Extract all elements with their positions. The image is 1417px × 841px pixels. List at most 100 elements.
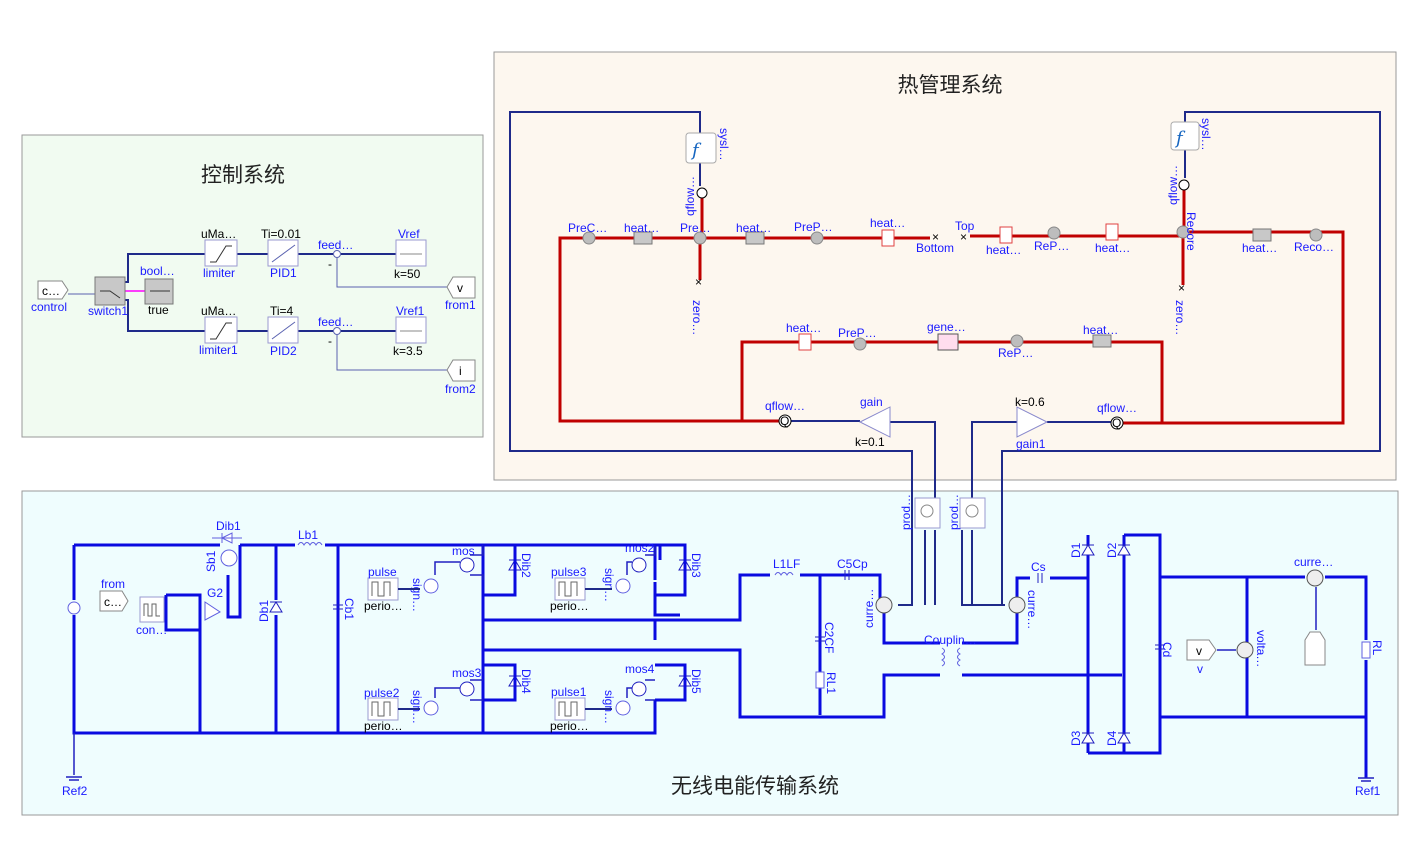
limiter-block[interactable]: uMa… limiter (201, 227, 238, 280)
capacitor-recore[interactable] (1176, 225, 1190, 239)
diode-d2[interactable] (1117, 544, 1131, 556)
label-heat-lower-2: heat… (1083, 323, 1118, 337)
voltage-sensor[interactable]: volta… (1236, 630, 1268, 667)
pulse1-block[interactable]: pulse1 perio… (550, 685, 589, 733)
mosfet-mos3[interactable] (459, 681, 475, 697)
diode-d3[interactable] (1081, 732, 1095, 744)
dib1-diode[interactable]: Dib1 (212, 519, 242, 544)
gain1-block[interactable]: k=0.6 gain1 (1015, 395, 1049, 451)
from-input[interactable]: c… from (99, 577, 129, 612)
capacitor-reP[interactable] (1047, 226, 1061, 240)
mosfet-mos2[interactable] (631, 557, 647, 573)
cb1-capacitor[interactable]: Cb1 (333, 598, 356, 620)
c2cf-capacitor[interactable]: C2CF (815, 622, 836, 653)
v-output[interactable]: v v (1186, 639, 1217, 676)
coupling-transformer[interactable]: Couplin… (924, 633, 977, 667)
zero-left[interactable]: × zero… (690, 275, 704, 335)
signal-sources: sign… sign… sign… sign… (398, 568, 631, 724)
mosfet-mos4[interactable] (631, 681, 647, 697)
ground-ref1[interactable]: Ref1 (1355, 777, 1381, 798)
ground-ref2[interactable]: Ref2 (62, 733, 88, 798)
zero-right-label: zero… (1173, 300, 1187, 335)
sign-label-3: sign… (410, 690, 424, 724)
current-sensor-primary[interactable]: curre… (862, 589, 893, 628)
pulse-wave-icon (371, 581, 391, 597)
diode-d1[interactable] (1081, 544, 1095, 556)
product-block-1[interactable]: prod… (899, 494, 941, 530)
feedback1[interactable]: feed… - (318, 238, 353, 271)
d4-label: D4 (1105, 730, 1119, 746)
capacitor-reP-lower[interactable] (1010, 334, 1024, 348)
from2-input[interactable]: i from2 (445, 359, 476, 396)
lb1-label: Lb1 (298, 528, 318, 542)
boolean-constant-block[interactable]: bool… true (140, 264, 175, 317)
lb1-inductor[interactable]: Lb1 (297, 528, 323, 546)
qflow-right-source[interactable]: qflow… (1166, 165, 1190, 205)
signal-voltage-3[interactable] (423, 700, 439, 716)
rl1-resistor[interactable]: RL1 (815, 671, 838, 694)
con-label: con… (136, 623, 167, 637)
pulse3-block[interactable]: pulse3 perio… (550, 565, 589, 613)
cd-capacitor[interactable]: Cd (1155, 642, 1174, 657)
switch1-block[interactable]: switch1 (88, 276, 128, 318)
conductor-heat-2[interactable] (745, 231, 765, 245)
control-output[interactable]: c… control (31, 280, 69, 314)
convection-heat-4[interactable] (999, 226, 1013, 244)
pid2-block[interactable]: Ti=4 PID2 (267, 304, 299, 358)
feed1-label: feed… (318, 238, 353, 252)
feedback2[interactable]: feed… - (318, 315, 353, 348)
current-display[interactable] (1304, 631, 1326, 666)
conductor-heat-6[interactable] (1252, 228, 1272, 242)
g2-driver[interactable]: G2 (204, 586, 223, 621)
volta-label: volta… (1254, 630, 1268, 667)
qflow-bottom-right[interactable]: Q qflow… (1097, 401, 1137, 430)
convection-heat-5[interactable] (1105, 223, 1119, 241)
label-heat-lower-1: heat… (786, 321, 821, 335)
conductor-heat-1[interactable] (633, 231, 653, 245)
db1-diode[interactable]: Db1 (257, 600, 283, 622)
con-pulse-block[interactable]: con… (136, 596, 167, 637)
mosfet-mos[interactable] (459, 557, 475, 573)
limiter1-block[interactable]: uMa… limiter1 (199, 304, 238, 357)
l1lf-inductor[interactable]: L1LF (773, 557, 800, 576)
product-block-2[interactable]: prod… (947, 494, 986, 530)
pid1-block[interactable]: Ti=0.01 PID1 (261, 227, 301, 280)
zero-right[interactable]: × zero… (1173, 281, 1187, 335)
pulse1-period: perio… (550, 719, 589, 733)
capacitor-preP-lower[interactable] (853, 337, 867, 351)
capacitor-pre[interactable] (693, 231, 707, 245)
cs-capacitor[interactable]: Cs (1031, 560, 1046, 583)
signal-voltage-4[interactable] (615, 700, 631, 716)
mos3-label: mos3 (452, 666, 482, 680)
c5cp-capacitor[interactable]: C5Cp (837, 557, 868, 580)
sysl-right-block[interactable]: f sysl… (1170, 118, 1213, 151)
signal-voltage-1[interactable] (423, 578, 439, 594)
sysl-left-block[interactable]: f sysl… (685, 128, 731, 164)
conductor-heat-lower[interactable] (1092, 334, 1112, 348)
diode-icon (212, 532, 242, 544)
vref-block[interactable]: Vref k=50 (394, 227, 427, 281)
generation-block[interactable] (937, 333, 959, 351)
capacitor-preP[interactable] (810, 231, 824, 245)
convection-heat-3[interactable] (881, 229, 895, 247)
capacitor-reco[interactable] (1309, 228, 1323, 242)
sb1-switch[interactable]: Sb1 (204, 549, 238, 572)
pulse-block[interactable]: pulse perio… (364, 565, 403, 613)
diode-d4[interactable] (1117, 732, 1131, 744)
rl-resistor[interactable]: RL (1361, 640, 1384, 659)
signal-voltage-2[interactable] (615, 578, 631, 594)
pulse2-block[interactable]: pulse2 perio… (364, 686, 403, 733)
sb1-label: Sb1 (204, 550, 218, 572)
current-sensor-secondary[interactable]: curre… (1008, 590, 1039, 629)
vref1-param: k=3.5 (393, 344, 423, 358)
current-sensor-output[interactable]: curre… (1294, 555, 1333, 587)
qflow-left-source[interactable]: qflow… (683, 176, 708, 216)
vref1-block[interactable]: Vref1 k=3.5 (393, 304, 427, 358)
qflow-bottom-left[interactable]: Q qflow… (765, 399, 805, 428)
capacitor-preC[interactable] (582, 231, 596, 245)
control-title: 控制系统 (201, 163, 285, 187)
gain-block[interactable]: gain k=0.1 (855, 395, 891, 449)
convection-heat-lower[interactable] (798, 333, 812, 351)
from1-input[interactable]: v from1 (445, 276, 476, 312)
voltage-source[interactable] (67, 601, 81, 615)
